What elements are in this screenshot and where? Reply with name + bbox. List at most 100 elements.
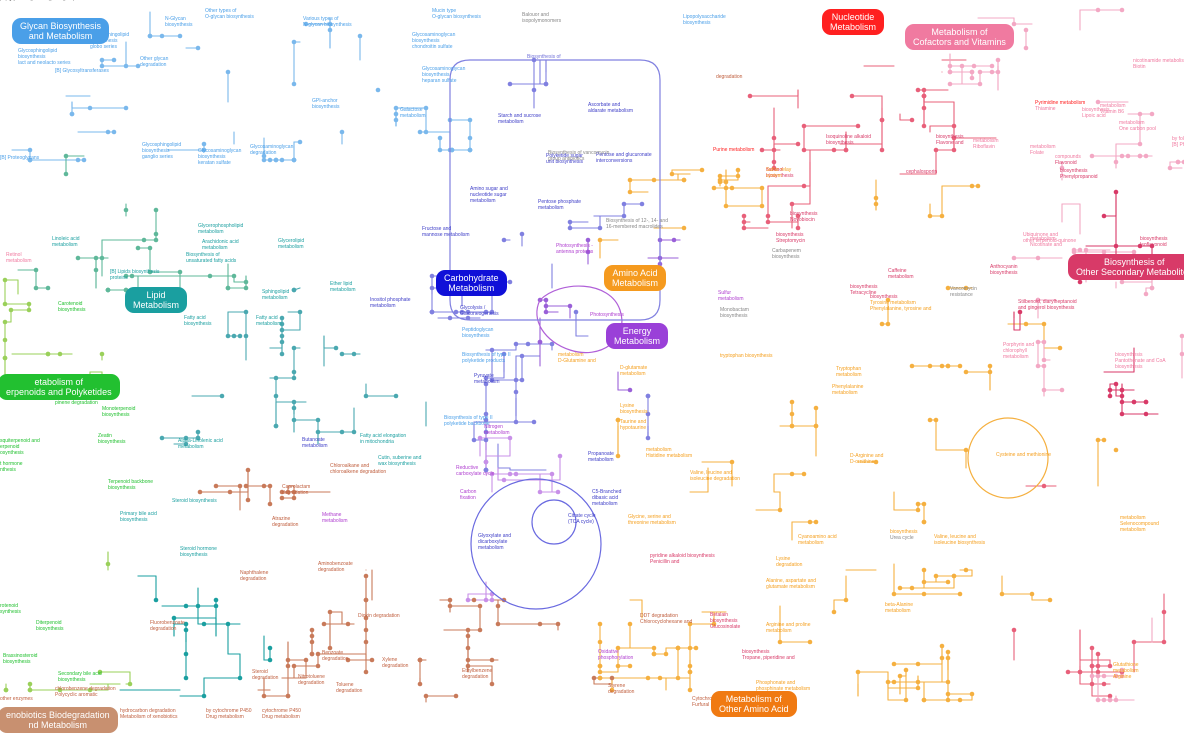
pathway-label[interactable]: Nucleotide sugar [0, 0, 38, 2]
pathway-label[interactable]: metabolism [498, 119, 524, 125]
compound-node[interactable] [489, 347, 495, 353]
pathway-label[interactable]: Starch and sucrose [498, 113, 541, 119]
compound-node[interactable] [951, 147, 957, 153]
pathway-label[interactable]: Styrene [608, 683, 625, 689]
compound-node[interactable] [549, 471, 555, 477]
compound-node[interactable] [261, 153, 267, 159]
compound-node[interactable] [201, 621, 207, 627]
pathway-label[interactable]: degradation [318, 567, 345, 573]
pathway-label[interactable]: biosynthesis [1082, 107, 1110, 113]
compound-node[interactable] [699, 167, 705, 173]
pathway-label[interactable]: biosynthesis [766, 173, 794, 179]
pathway-label[interactable]: C5-Branched [592, 489, 622, 495]
compound-node[interactable] [291, 345, 297, 351]
pathway-label[interactable]: Brassinosteroid [3, 653, 38, 659]
compound-node[interactable] [1119, 7, 1125, 13]
pathway-label[interactable]: Amino sugar and [470, 186, 508, 192]
pathway-label[interactable]: Atrazine [272, 516, 291, 522]
compound-node[interactable] [351, 351, 357, 357]
pathway-label[interactable]: metabolism [478, 545, 504, 551]
pathway-label[interactable]: 16-membered macrolides [606, 224, 663, 230]
compound-node[interactable] [921, 697, 927, 703]
pathway-label[interactable]: D-Glutamine and [558, 358, 596, 364]
pathway-label[interactable]: aldarate metabolism [588, 108, 633, 114]
compound-node[interactable] [789, 201, 795, 207]
pathway-label[interactable]: isoleucine degradation [690, 476, 740, 482]
compound-node[interactable] [465, 633, 471, 639]
compound-node[interactable] [1107, 393, 1113, 399]
compound-node[interactable] [1143, 399, 1149, 405]
compound-node[interactable] [1065, 669, 1071, 675]
pathway-label[interactable]: globo series [90, 44, 117, 50]
pathway-label[interactable]: metabolism [52, 242, 78, 248]
compound-node[interactable] [369, 657, 375, 663]
compound-node[interactable] [477, 435, 483, 441]
compound-node[interactable] [549, 341, 555, 347]
pathway-label[interactable]: Pantothenate and CoA [1115, 358, 1166, 364]
compound-node[interactable] [177, 33, 183, 39]
compound-node[interactable] [729, 185, 735, 191]
compound-node[interactable] [231, 273, 237, 279]
compound-node[interactable] [243, 333, 249, 339]
compound-node[interactable] [245, 497, 251, 503]
compound-node[interactable] [201, 147, 207, 153]
pathway-label[interactable]: D-glutamate [620, 365, 647, 371]
compound-node[interactable] [501, 237, 507, 243]
pathway-label[interactable]: biosynthesis [990, 270, 1018, 276]
compound-node[interactable] [183, 621, 189, 627]
pathway-label[interactable]: Nicotinate and [1030, 242, 1062, 248]
pathway-label[interactable]: beta-Alanine [885, 602, 913, 608]
compound-node[interactable] [971, 63, 977, 69]
compound-node[interactable] [273, 423, 279, 429]
compound-node[interactable] [687, 645, 693, 651]
compound-node[interactable] [939, 643, 945, 649]
compound-node[interactable] [417, 657, 423, 663]
category-energy[interactable]: Energy Metabolism [606, 323, 669, 349]
compound-node[interactable] [513, 377, 519, 383]
compound-node[interactable] [921, 93, 927, 99]
pathway-label[interactable]: Valine, leucine and [690, 470, 732, 476]
compound-node[interactable] [393, 117, 399, 123]
compound-node[interactable] [945, 679, 951, 685]
compound-node[interactable] [921, 519, 927, 525]
pathway-label[interactable]: Zeatin [98, 433, 112, 439]
pathway-label[interactable]: pyridine alkaloid biosynthesis [650, 553, 715, 559]
pathway-label[interactable]: cytochrome P450 [262, 708, 301, 714]
compound-node[interactable] [267, 501, 273, 507]
compound-node[interactable] [1041, 483, 1047, 489]
compound-node[interactable] [147, 269, 153, 275]
pathway-label[interactable]: Mucin type [432, 8, 456, 14]
pathway-label[interactable]: Secondary bile acid [58, 671, 102, 677]
compound-node[interactable] [159, 33, 165, 39]
compound-node[interactable] [105, 561, 111, 567]
pathway-label[interactable]: interconversions [596, 158, 633, 164]
compound-node[interactable] [453, 309, 459, 315]
pathway-label[interactable]: Stilbenoid, diarylheptanoid [1018, 299, 1077, 305]
compound-node[interactable] [843, 597, 849, 603]
compound-node[interactable] [1113, 189, 1119, 195]
pathway-label[interactable]: Vancomycin [950, 286, 977, 292]
pathway-label[interactable]: system [766, 173, 782, 179]
pathway-label[interactable]: biosynthesis [710, 618, 738, 624]
compound-node[interactable] [915, 679, 921, 685]
compound-node[interactable] [26, 301, 32, 307]
compound-node[interactable] [1179, 351, 1184, 357]
compound-node[interactable] [531, 419, 537, 425]
pathway-label[interactable]: Other glycan [140, 56, 169, 62]
pathway-label[interactable]: nicotinamide metabolism [1133, 58, 1184, 64]
pathway-label[interactable]: Biotin [1133, 64, 1146, 70]
compound-node[interactable] [939, 655, 945, 661]
compound-node[interactable] [1011, 255, 1017, 261]
pathway-label[interactable]: Drug metabolism [206, 714, 244, 720]
pathway-label[interactable]: Isoquinoline alkaloid [826, 134, 871, 140]
pathway-label[interactable]: biosynthesis [142, 148, 170, 154]
compound-node[interactable] [627, 663, 633, 669]
compound-node[interactable] [105, 287, 111, 293]
compound-node[interactable] [467, 117, 473, 123]
compound-node[interactable] [291, 375, 297, 381]
compound-node[interactable] [27, 687, 33, 693]
compound-node[interactable] [921, 105, 927, 111]
compound-node[interactable] [135, 63, 141, 69]
compound-node[interactable] [75, 157, 81, 163]
pathway-label[interactable]: degradation [298, 680, 325, 686]
